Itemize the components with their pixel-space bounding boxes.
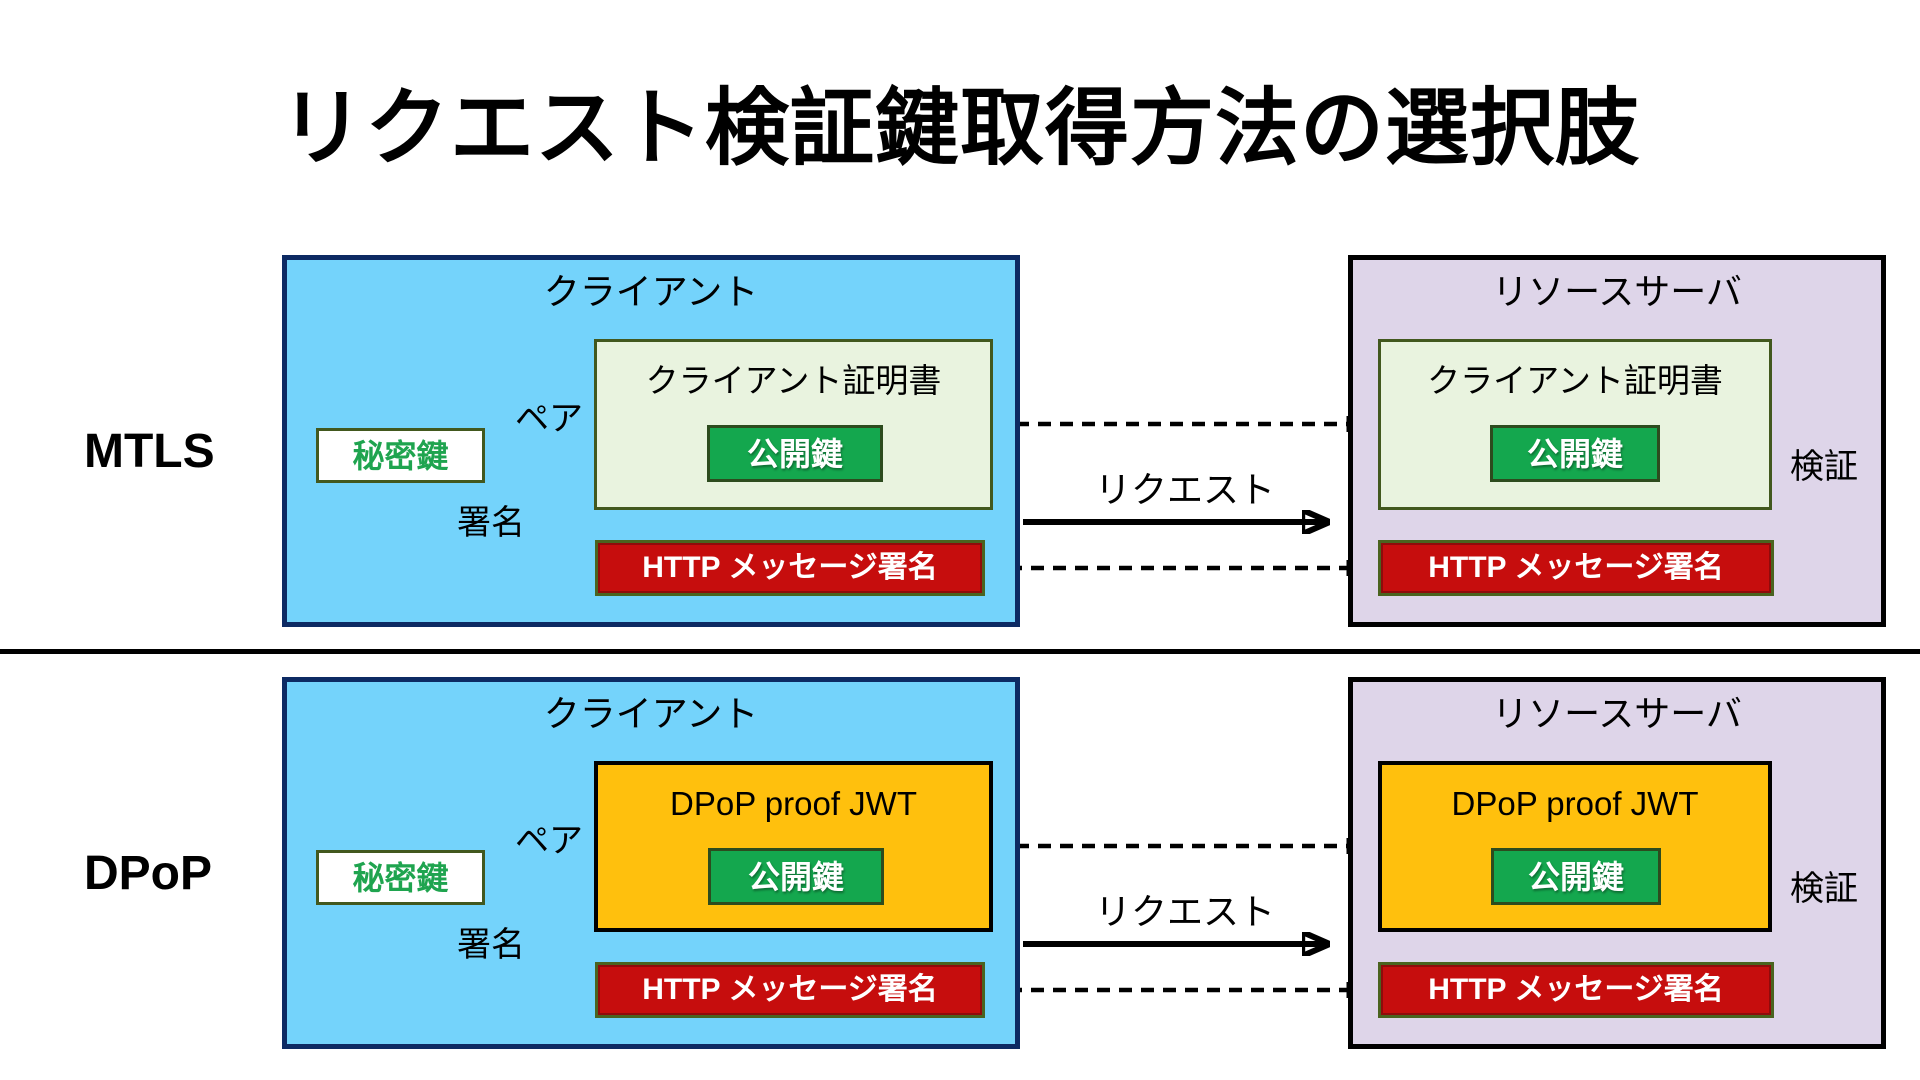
mtls-client-certificate-box: クライアント証明書 公開鍵 [594, 339, 993, 510]
dpop-pair-label: ペア [515, 822, 583, 860]
row-label-mtls: MTLS [84, 425, 215, 478]
mtls-client-certificate-title: クライアント証明書 [645, 362, 942, 399]
mtls-sign-label: 署名 [457, 504, 525, 542]
dpop-resource-server-box: リソースサーバ DPoP proof JWT 公開鍵 HTTP メッセージ署名 [1348, 677, 1886, 1049]
mtls-client-private-key: 秘密鍵 [316, 428, 485, 483]
mtls-verify-label: 検証 [1790, 448, 1858, 486]
mtls-resource-server-box: リソースサーバ クライアント証明書 公開鍵 HTTP メッセージ署名 [1348, 255, 1886, 627]
mtls-server-certificate-title: クライアント証明書 [1427, 362, 1723, 399]
dpop-server-title: リソースサーバ [1492, 693, 1742, 734]
mtls-client-public-key: 公開鍵 [707, 425, 883, 482]
mtls-server-title: リソースサーバ [1492, 271, 1742, 312]
mtls-server-certificate-box: クライアント証明書 公開鍵 [1378, 339, 1772, 510]
dpop-client-jwt-box: DPoP proof JWT 公開鍵 [594, 761, 993, 932]
page-title: リクエスト検証鍵取得方法の選択肢 [279, 81, 1640, 175]
dpop-server-jwt-box: DPoP proof JWT 公開鍵 [1378, 761, 1772, 932]
dpop-client-jwt-title: DPoP proof JWT [670, 785, 917, 822]
dpop-client-title: クライアント [543, 693, 759, 734]
dpop-server-jwt-title: DPoP proof JWT [1451, 785, 1699, 822]
dpop-client-http-signature: HTTP メッセージ署名 [595, 962, 985, 1018]
dpop-server-public-key: 公開鍵 [1491, 848, 1661, 905]
dpop-client-private-key: 秘密鍵 [316, 850, 485, 905]
dpop-client-box: クライアント DPoP proof JWT 公開鍵 秘密鍵 ペア 署名 HTTP… [282, 677, 1020, 1049]
mtls-server-public-key: 公開鍵 [1490, 425, 1660, 482]
dpop-sign-label: 署名 [457, 926, 525, 964]
row-divider [0, 649, 1920, 654]
mtls-client-box: クライアント クライアント証明書 公開鍵 秘密鍵 ペア 署名 HTTP メッセー… [282, 255, 1020, 627]
dpop-verify-label: 検証 [1790, 870, 1858, 908]
mtls-client-title: クライアント [543, 271, 759, 312]
mtls-server-http-signature: HTTP メッセージ署名 [1378, 540, 1774, 596]
dpop-request-label: リクエスト [1095, 891, 1276, 932]
mtls-pair-label: ペア [515, 400, 583, 438]
dpop-client-public-key: 公開鍵 [708, 848, 884, 905]
row-label-dpop: DPoP [84, 847, 213, 900]
mtls-request-label: リクエスト [1095, 469, 1276, 510]
dpop-server-http-signature: HTTP メッセージ署名 [1378, 962, 1774, 1018]
mtls-client-http-signature: HTTP メッセージ署名 [595, 540, 985, 596]
